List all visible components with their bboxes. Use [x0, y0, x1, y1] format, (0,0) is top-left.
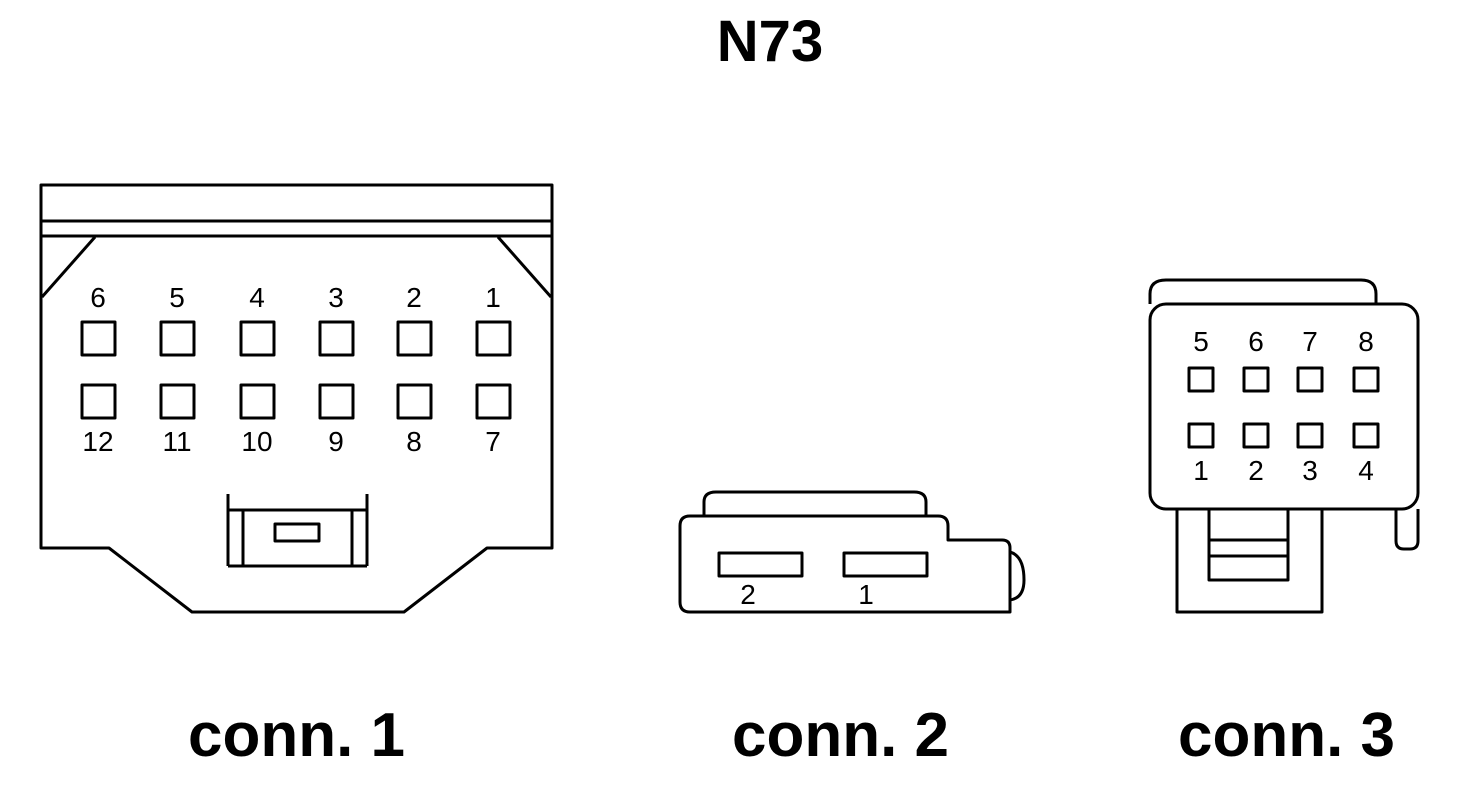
pin-label: 1 [485, 282, 501, 313]
connector-2-pins [717, 551, 929, 578]
connector-3-pin-labels: 5 6 7 8 1 2 3 4 [1193, 326, 1374, 486]
pin-cavity [318, 383, 355, 420]
pin-label: 4 [249, 282, 265, 313]
pin-cavity [1352, 422, 1380, 449]
pin-label: 11 [162, 426, 191, 457]
pin-cavity [80, 383, 117, 420]
pin-cavity [1296, 366, 1324, 393]
pin-cavity [1296, 422, 1324, 449]
pin-cavity [475, 320, 512, 357]
pin-cavity [159, 383, 196, 420]
pin-label: 8 [1358, 326, 1374, 357]
pin-cavity [239, 320, 276, 357]
pin-label: 2 [1248, 455, 1264, 486]
pin-label: 6 [1248, 326, 1264, 357]
diagram-title: N73 [716, 9, 824, 74]
pin-label: 4 [1358, 455, 1374, 486]
pin-label: 12 [82, 426, 113, 457]
pin-label: 2 [740, 579, 756, 610]
pin-label: 8 [406, 426, 422, 457]
connector-3-caption: conn. 3 [1178, 701, 1396, 770]
pin-label: 3 [1302, 455, 1318, 486]
pin-cavity [396, 320, 433, 357]
pin-cavity [1242, 422, 1270, 449]
connector-2-body [678, 490, 1026, 614]
connector-3-pins [1187, 366, 1380, 449]
pin-label: 1 [1193, 455, 1209, 486]
pin-label: 10 [241, 426, 272, 457]
pin-cavity [717, 551, 804, 578]
pin-label: 5 [169, 282, 185, 313]
pin-label: 7 [485, 426, 501, 457]
pin-label: 5 [1193, 326, 1209, 357]
pin-cavity [80, 320, 117, 357]
pin-cavity [239, 383, 276, 420]
pin-label: 6 [90, 282, 106, 313]
pin-label: 2 [406, 282, 422, 313]
pin-cavity [396, 383, 433, 420]
connector-1-body [39, 183, 554, 614]
connector-1-caption: conn. 1 [188, 701, 406, 770]
connector-1-pins [80, 320, 512, 420]
pin-cavity [1187, 422, 1215, 449]
pin-label: 3 [328, 282, 344, 313]
pin-cavity [1352, 366, 1380, 393]
connector-2-caption: conn. 2 [732, 701, 950, 770]
pin-cavity [159, 320, 196, 357]
connector-1-pin-labels: 6 5 4 3 2 1 12 11 10 9 8 7 [82, 282, 500, 457]
pin-label: 7 [1302, 326, 1318, 357]
pin-cavity [475, 383, 512, 420]
pin-cavity [1187, 366, 1215, 393]
pin-label: 9 [328, 426, 344, 457]
pin-cavity [842, 551, 929, 578]
pin-cavity [1242, 366, 1270, 393]
pin-cavity [318, 320, 355, 357]
connector-3-body [1148, 278, 1420, 614]
pin-label: 1 [858, 579, 874, 610]
